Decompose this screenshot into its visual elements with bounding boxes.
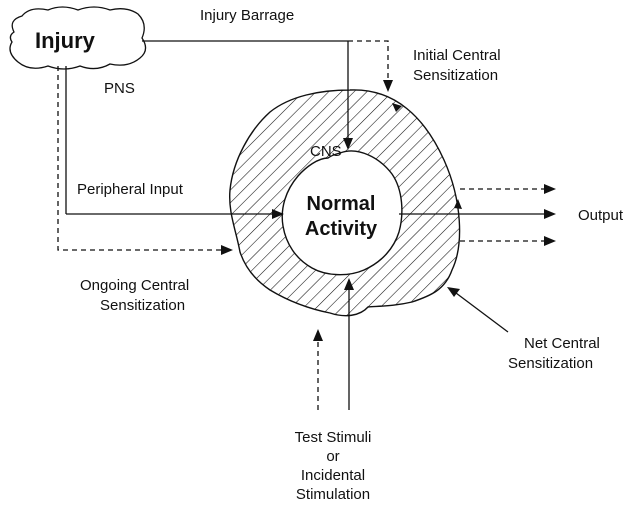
initial-central-dashed-line (348, 40, 389, 78)
normal-activity-disk (281, 150, 403, 276)
net-central-line (451, 289, 509, 333)
output-dashed-upper-arrowhead (544, 184, 556, 194)
initial-central-label-1: Initial Central (413, 47, 501, 64)
peripheral-input-label: Peripheral Input (77, 181, 184, 198)
boundary-arrow-right (454, 199, 462, 209)
cns-label: CNS (310, 143, 342, 160)
output-label: Output (578, 207, 624, 224)
ongoing-central-dashed-line (57, 66, 223, 251)
test-stimuli-label-2: or (326, 448, 339, 465)
initial-central-arrowhead (383, 80, 393, 92)
initial-central-label-2: Sensitization (413, 67, 498, 84)
test-stimuli-label-4: Stimulation (296, 486, 370, 503)
ongoing-central-label-1: Ongoing Central (80, 277, 189, 294)
activity-label: Activity (305, 218, 378, 240)
injury-cloud-shape (9, 6, 147, 70)
test-stimuli-label-1: Test Stimuli (295, 429, 372, 446)
injury-barrage-label: Injury Barrage (200, 7, 294, 24)
test-stimuli-dashed-arrowhead (313, 329, 323, 341)
pns-label: PNS (104, 80, 135, 97)
normal-label: Normal (307, 193, 376, 215)
test-stimuli-label-3: Incidental (301, 467, 365, 484)
output-arrowhead (544, 209, 556, 219)
peripheral-input-arrowhead (272, 209, 284, 219)
ongoing-central-label-2: Sensitization (100, 297, 185, 314)
injury-barrage-arrowhead (343, 138, 353, 150)
net-central-label-2: Sensitization (508, 355, 593, 372)
output-dashed-lower-arrowhead (544, 236, 556, 246)
injury-label: Injury (35, 28, 96, 53)
boundary-arrow-top (392, 103, 402, 112)
ongoing-central-arrowhead (221, 245, 233, 255)
net-central-label-1: Net Central (524, 335, 600, 352)
net-central-arrowhead (447, 287, 460, 297)
test-stimuli-arrowhead (344, 278, 354, 290)
